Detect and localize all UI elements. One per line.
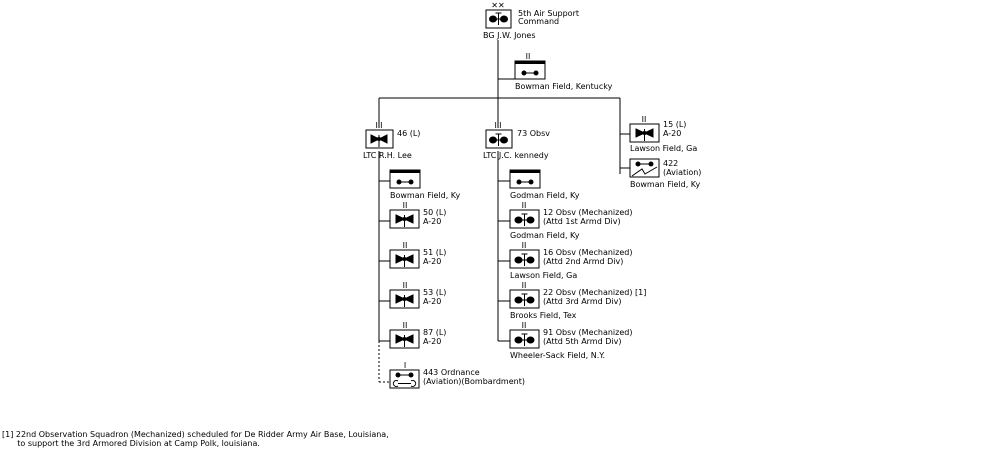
attachment-note: (Attd 5th Armd Div): [543, 337, 621, 346]
observation-plane-icon: [514, 333, 535, 346]
echelon-marker: III: [494, 121, 501, 130]
attachment-note: (Attd 3rd Armd Div): [543, 297, 621, 306]
location-label: Wheeler-Sack Field, N.Y.: [510, 351, 605, 360]
bomb-squadron: II 50 (L) A-20: [389, 201, 446, 229]
ordnance-unit: I 443 Ordnance (Aviation)(Bombardment): [389, 361, 525, 389]
commander-name: LTC R.H. Lee: [363, 151, 412, 160]
bomb-hq-unit: Bowman Field, Ky: [389, 169, 460, 200]
location-label: Lawson Field, Ga: [630, 144, 697, 153]
attachment-note: (Attd 1st Armd Div): [543, 217, 621, 226]
squadron-name: 91 Obsv (Mechanized): [543, 328, 632, 337]
unit-name-line1: 5th Air Support: [518, 9, 579, 18]
observation-plane-icon: [514, 213, 535, 226]
echelon-marker: II: [642, 115, 647, 124]
unit-name-line2: Command: [518, 17, 559, 26]
observation-plane-icon: [489, 133, 508, 146]
obs-squadron: II 22 Obsv (Mechanized) [1] (Attd 3rd Ar…: [509, 281, 646, 320]
command-unit: ✕✕ 5th Air Support Command BG J.W. Jones: [483, 1, 579, 40]
independent-support-unit: 422 (Aviation) Bowman Field, Ky: [629, 158, 701, 189]
location-label: Brooks Field, Tex: [510, 311, 577, 320]
footnote: [1] 22nd Observation Squadron (Mechanize…: [2, 430, 389, 448]
echelon-marker: II: [403, 201, 408, 210]
unit-name-line1: 422: [663, 159, 678, 168]
ordnance-icon: [392, 372, 417, 387]
location-label: Bowman Field, Kentucky: [515, 82, 613, 91]
obs-squadron: II 91 Obsv (Mechanized) (Attd 5th Armd D…: [509, 321, 632, 360]
bomber-icon: [395, 214, 414, 227]
bomber-icon: [635, 128, 654, 141]
squadron-name: 22 Obsv (Mechanized) [1]: [543, 288, 646, 297]
location-label: Bowman Field, Ky: [630, 180, 700, 189]
bomber-icon: [395, 294, 414, 307]
location-label: Bowman Field, Ky: [390, 191, 460, 200]
bomber-icon: [395, 334, 414, 347]
echelon-marker: II: [522, 201, 527, 210]
echelon-marker: II: [403, 241, 408, 250]
location-label: Godman Field, Ky: [510, 191, 580, 200]
wing-icon: [396, 179, 414, 185]
bomber-icon: [395, 254, 414, 267]
obs-squadron: II 12 Obsv (Mechanized) (Attd 1st Armd D…: [509, 201, 632, 240]
location-label: Lawson Field, Ga: [510, 271, 577, 280]
connector-lines: [378, 40, 630, 383]
wing-icon: [516, 179, 534, 185]
bomber-icon: [370, 134, 388, 147]
observation-plane-icon: [514, 253, 535, 266]
squadron-name: 50 (L): [423, 208, 446, 217]
observation-plane-icon: [514, 293, 535, 306]
echelon-marker: II: [526, 52, 531, 61]
unit-designation: 73 Obsv: [517, 129, 550, 138]
echelon-marker: II: [522, 241, 527, 250]
aircraft-type: A-20: [423, 337, 441, 346]
location-label: Godman Field, Ky: [510, 231, 580, 240]
bomb-squadron: II 51 (L) A-20: [389, 241, 446, 269]
hq-detachment-unit: II Bowman Field, Kentucky: [514, 52, 613, 91]
squadron-name: 87 (L): [423, 328, 446, 337]
bomb-squadron: II 53 (L) A-20: [389, 281, 446, 309]
bomb-group-unit: III 46 (L) LTC R.H. Lee: [363, 121, 420, 160]
squadron-name: 12 Obsv (Mechanized): [543, 208, 632, 217]
wing-icon: [521, 70, 539, 76]
commander-name: LTC J.C. kennedy: [483, 151, 549, 160]
unit-name-line2: (Aviation): [663, 168, 701, 177]
squadron-name: 16 Obsv (Mechanized): [543, 248, 632, 257]
hq-bar: [515, 61, 545, 64]
footnote-line2: to support the 3rd Armored Division at C…: [2, 439, 260, 448]
unit-designation: 46 (L): [397, 129, 420, 138]
bomb-squadron: II 87 (L) A-20: [389, 321, 446, 349]
squadron-name: 51 (L): [423, 248, 446, 257]
independent-squadron: II 15 (L) A-20 Lawson Field, Ga: [629, 115, 697, 153]
unit-name-line2: (Aviation)(Bombardment): [423, 377, 525, 386]
echelon-marker: ✕✕: [491, 1, 504, 10]
squadron-name: 15 (L): [663, 120, 686, 129]
support-icon: [631, 161, 658, 177]
footnote-line1: [1] 22nd Observation Squadron (Mechanize…: [2, 430, 389, 439]
obs-hq-unit: Godman Field, Ky: [509, 169, 580, 200]
echelon-marker: II: [403, 321, 408, 330]
aircraft-type: A-20: [663, 129, 681, 138]
echelon-marker: II: [522, 321, 527, 330]
aircraft-type: A-20: [423, 297, 441, 306]
echelon-marker: I: [404, 361, 406, 370]
squadron-name: 53 (L): [423, 288, 446, 297]
attachment-note: (Attd 2nd Armd Div): [543, 257, 623, 266]
commander-name: BG J.W. Jones: [483, 31, 535, 40]
obs-group-unit: III 73 Obsv LTC J.C. kennedy: [483, 121, 550, 160]
echelon-marker: II: [403, 281, 408, 290]
hq-bar: [510, 170, 540, 173]
hq-bar: [390, 170, 420, 173]
echelon-marker: III: [375, 121, 382, 130]
aircraft-type: A-20: [423, 257, 441, 266]
unit-name-line1: 443 Ordnance: [423, 368, 480, 377]
obs-squadron: II 16 Obsv (Mechanized) (Attd 2nd Armd D…: [509, 241, 632, 280]
aircraft-type: A-20: [423, 217, 441, 226]
airplane-icon: [489, 12, 508, 25]
echelon-marker: II: [522, 281, 527, 290]
